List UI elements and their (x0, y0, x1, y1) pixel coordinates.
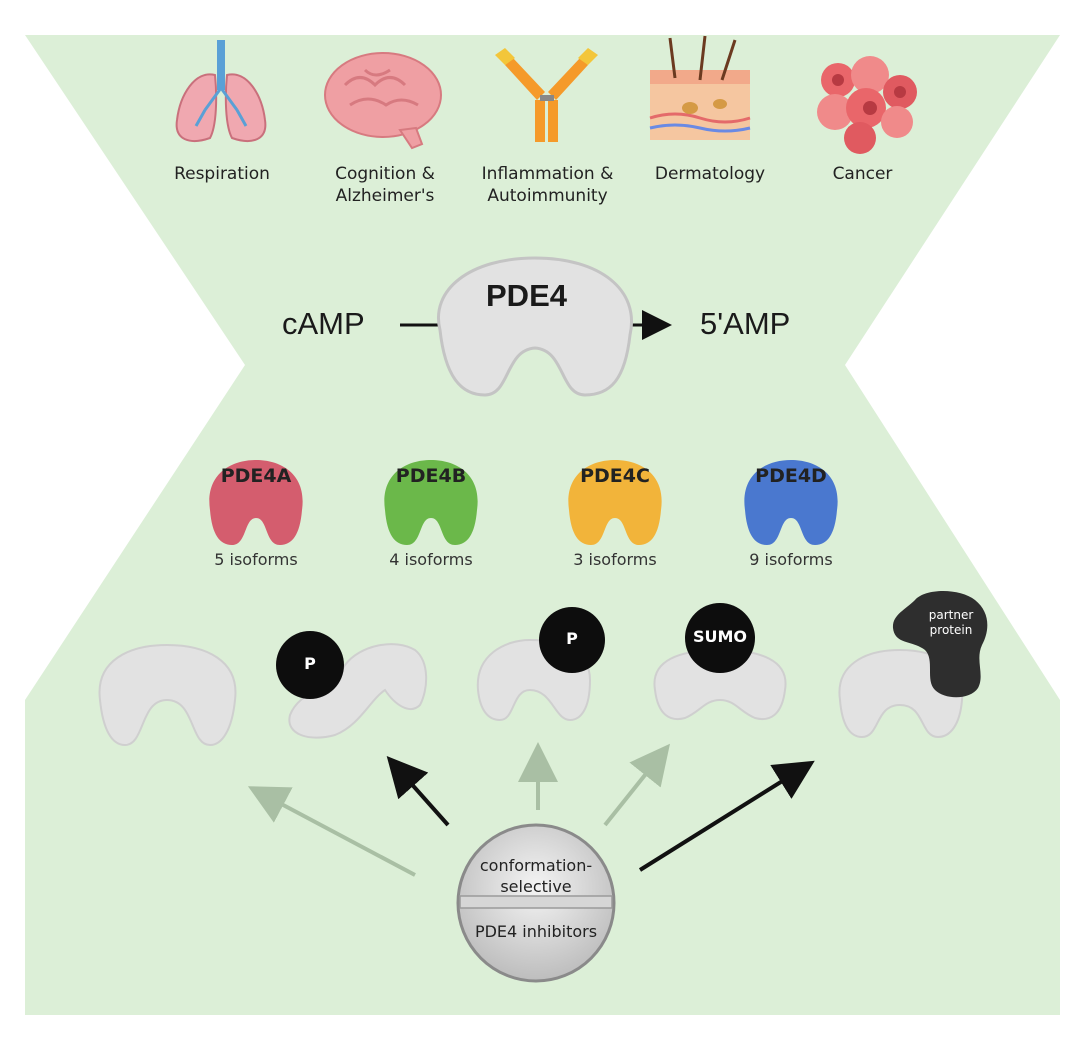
partner-protein-label: partner protein (928, 608, 974, 637)
subtype-isoforms-pde4c: 3 isoforms (573, 550, 657, 569)
subtype-name-pde4a: PDE4A (220, 465, 292, 487)
indication-label-dermatology: Dermatology (654, 164, 766, 184)
conformation-native-shape (98, 643, 237, 747)
enzyme-label: PDE4 (486, 278, 567, 313)
inhibitor-line-3: PDE4 inhibitors (474, 922, 598, 941)
arrow-to-phospho-1 (386, 756, 450, 827)
phospho-label-2: P (566, 629, 578, 648)
indication-label-cognition: Cognition & Alzheimer's (335, 164, 435, 206)
brain-icon (324, 52, 442, 150)
indication-label-respiration: Respiration (174, 164, 270, 184)
pde4d-shape (744, 460, 838, 545)
pde4-enzyme-shape (437, 256, 633, 397)
lungs-icon (175, 40, 267, 142)
conformation-phospho-1-shape (288, 643, 428, 739)
product-label: 5'AMP (700, 306, 791, 341)
arrow-to-partner (638, 760, 815, 872)
sumo-label: SUMO (692, 627, 748, 646)
substrate-label: cAMP (282, 306, 365, 341)
subtype-name-pde4d: PDE4D (755, 465, 827, 487)
phospho-badge-2 (539, 607, 605, 673)
indication-label-cancer: Cancer (832, 164, 893, 184)
inhibitor-line-2: selective (500, 877, 572, 896)
subtype-isoforms-pde4d: 9 isoforms (749, 550, 833, 569)
arrow-to-native (247, 786, 416, 877)
subtype-name-pde4b: PDE4B (395, 465, 467, 487)
inhibitor-pill (456, 823, 616, 983)
sumo-badge (685, 603, 755, 673)
phospho-badge-1 (276, 631, 344, 699)
pde4b-shape (384, 460, 478, 545)
subtype-isoforms-pde4a: 5 isoforms (214, 550, 298, 569)
antibody-icon (495, 48, 598, 142)
skin-icon (649, 35, 751, 140)
arrow-to-sumo (603, 743, 670, 827)
subtype-name-pde4c: PDE4C (580, 465, 650, 487)
inhibitor-line-1: conformation- (479, 856, 593, 875)
partner-protein-shape (892, 591, 988, 698)
indication-label-inflammation: Inflammation & Autoimmunity (481, 164, 614, 206)
subtype-isoforms-pde4b: 4 isoforms (389, 550, 473, 569)
pde4a-shape (209, 460, 303, 545)
phospho-label-1: P (304, 654, 316, 673)
tumor-cells-icon (817, 56, 917, 154)
pde4c-shape (568, 460, 662, 545)
